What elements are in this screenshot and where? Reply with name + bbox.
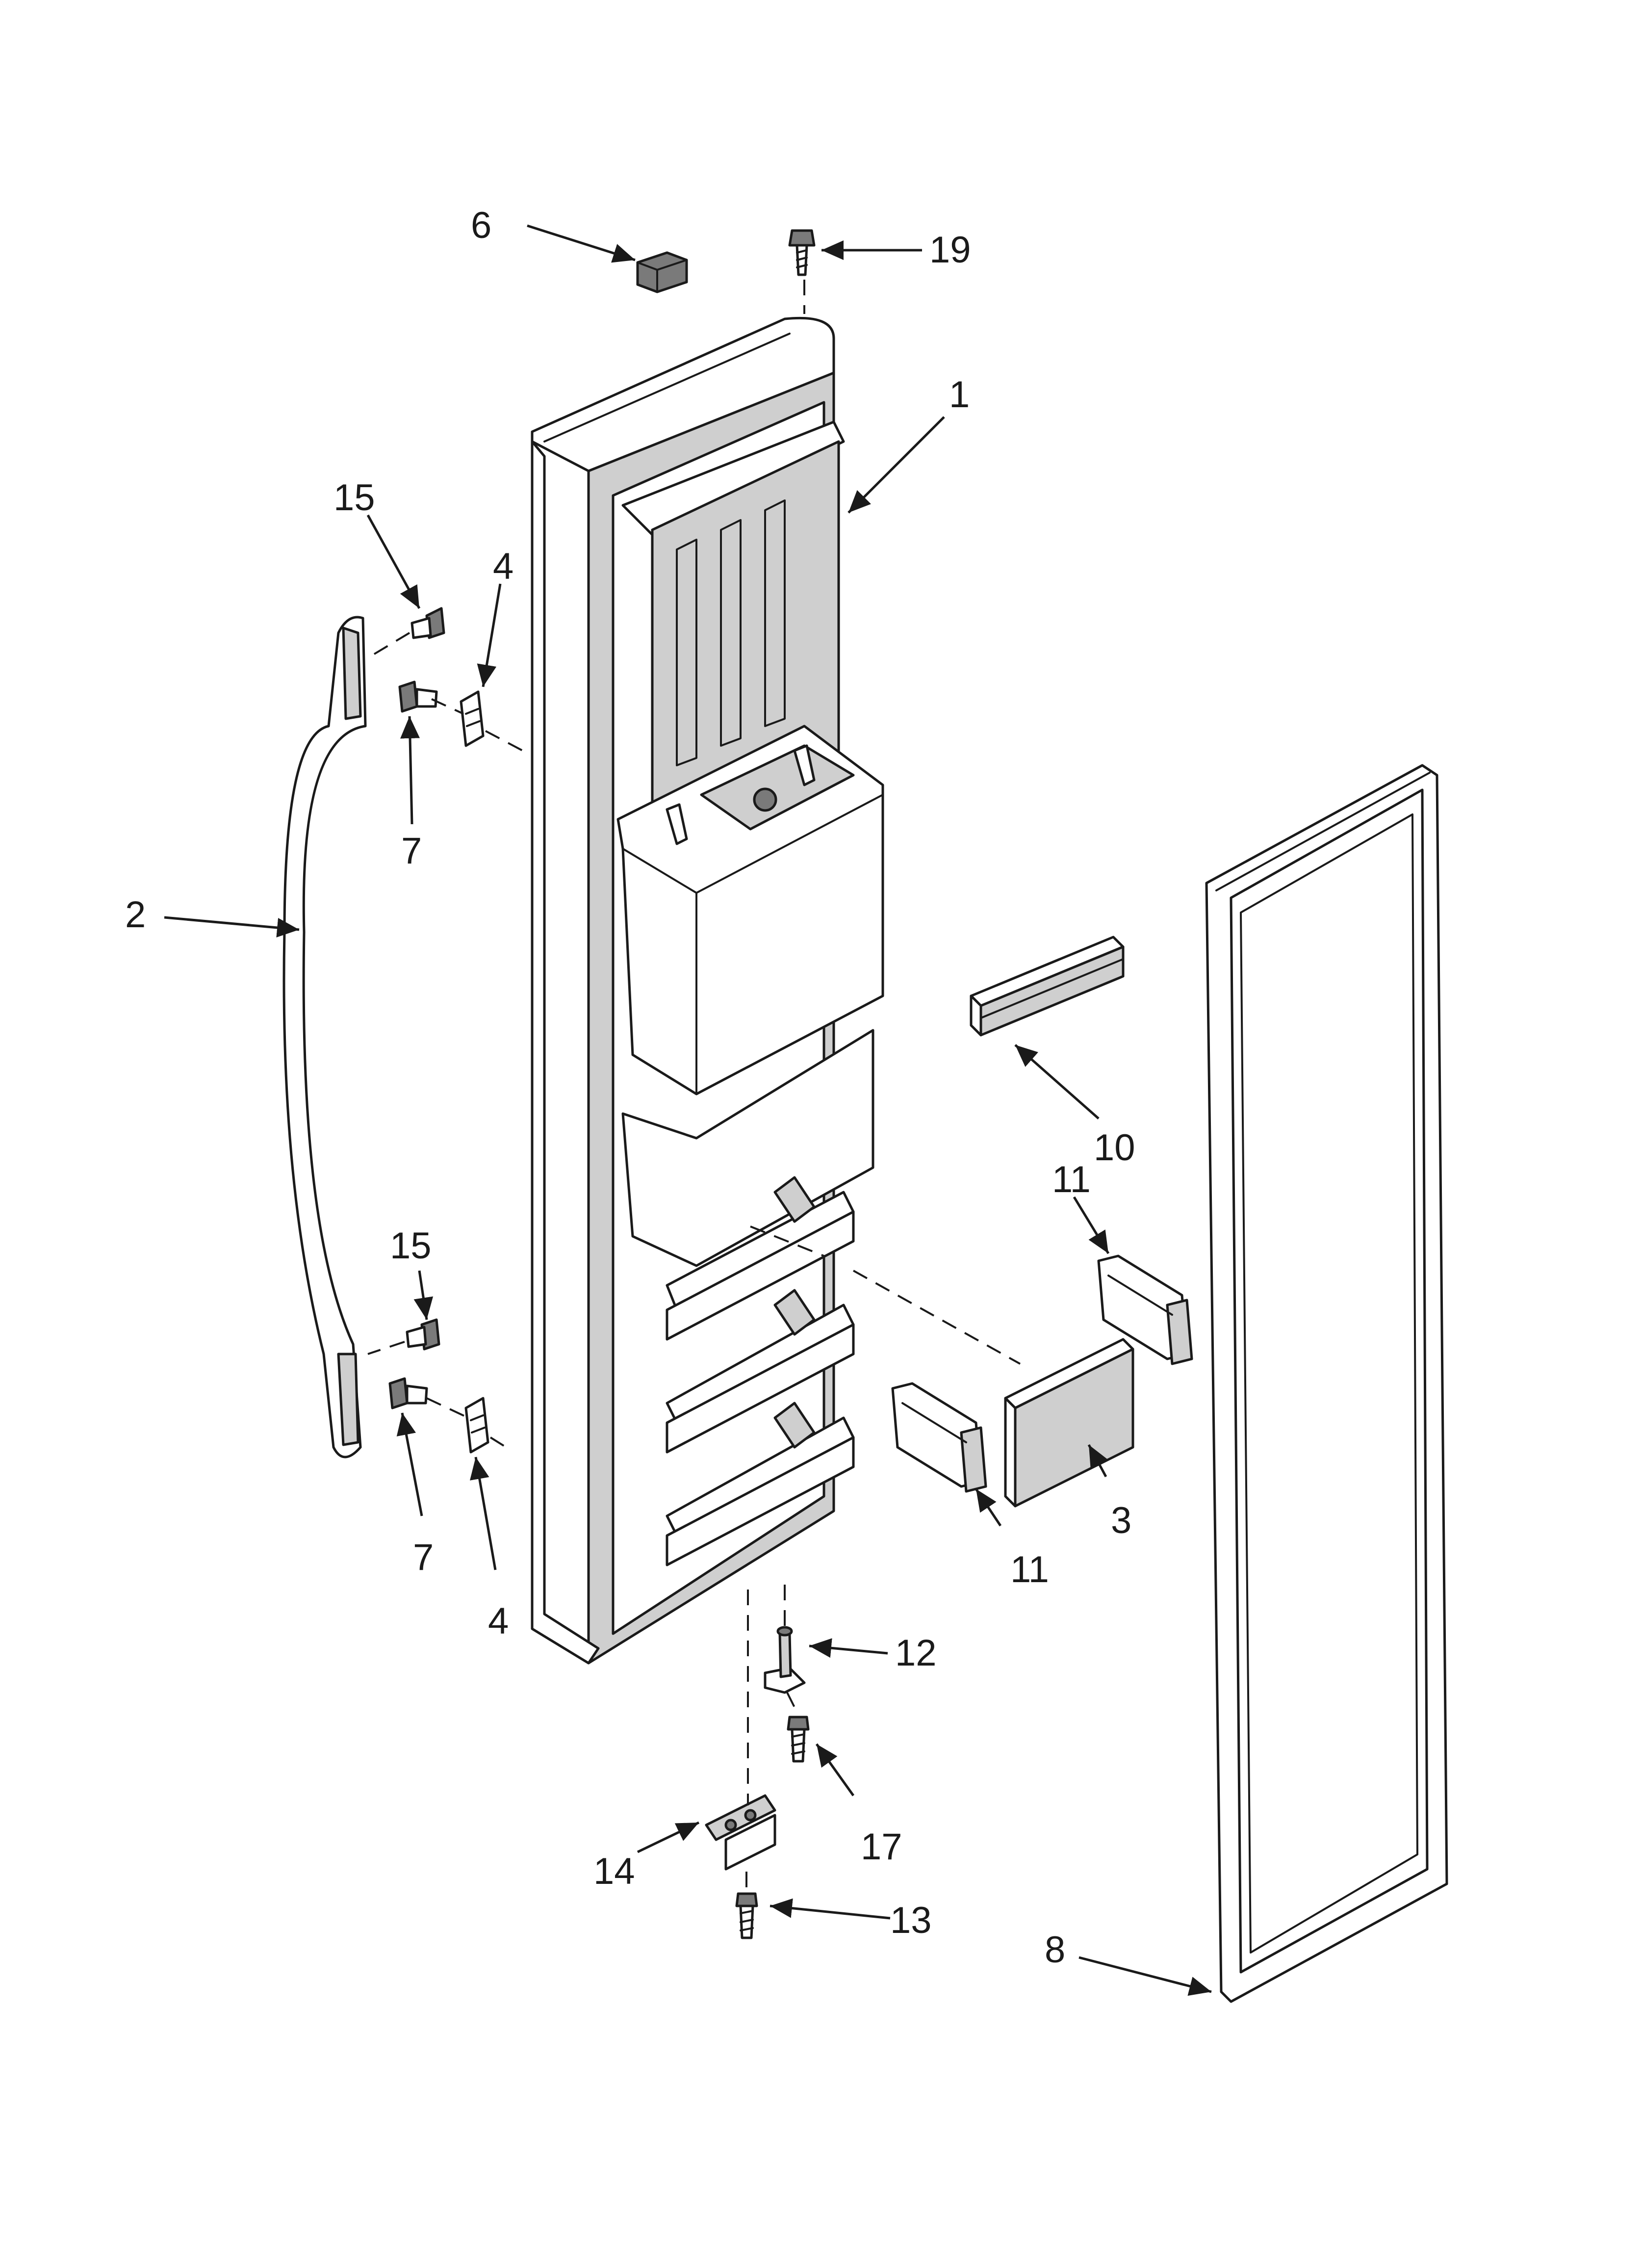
part-19-screw (788, 229, 816, 276)
callout-3: 3 (1111, 1500, 1131, 1541)
dash-15-lower (367, 1341, 405, 1355)
callout-4-upper: 4 (493, 546, 513, 587)
callout-14: 14 (593, 1851, 635, 1892)
callout-labels: 6 19 1 15 4 7 2 10 11 15 3 11 7 4 12 17 … (125, 205, 1135, 1971)
part-7-upper-screw (398, 680, 438, 713)
part-14-hinge (705, 1794, 776, 1871)
part-3-bin-front (1004, 1338, 1134, 1508)
dash-4-lower (426, 1397, 511, 1451)
dash-15-upper (372, 632, 410, 656)
callout-11-lower: 11 (1010, 1549, 1049, 1590)
callout-6: 6 (471, 205, 491, 246)
callout-11-upper: 11 (1052, 1159, 1091, 1200)
part-4-lower-clip (464, 1397, 489, 1454)
callout-8: 8 (1045, 1929, 1065, 1971)
callout-12: 12 (895, 1632, 937, 1674)
dash-4-upper (431, 698, 528, 754)
callout-7-upper: 7 (401, 830, 422, 872)
callout-17: 17 (861, 1826, 902, 1868)
callout-7-lower: 7 (413, 1537, 434, 1578)
callout-19: 19 (929, 229, 971, 271)
part-8-gasket (1205, 764, 1448, 2003)
part-17-screw (787, 1716, 810, 1763)
part-15-upper-screw (410, 607, 445, 639)
part-11-upper-bin-end (1097, 1254, 1193, 1365)
part-2-handle (282, 616, 367, 1459)
callout-10: 10 (1094, 1127, 1135, 1169)
callout-15-lower: 15 (390, 1225, 432, 1267)
callout-13: 13 (890, 1900, 932, 1941)
part-11-lower-bin-end (891, 1382, 987, 1493)
callout-15-upper: 15 (334, 477, 375, 519)
callout-1: 1 (949, 374, 970, 416)
callout-4-lower: 4 (488, 1600, 509, 1642)
callout-2: 2 (125, 894, 146, 936)
door-assembly (531, 316, 884, 1665)
part-4-upper-clip (460, 690, 485, 747)
dash-shelf-bin (750, 1225, 1021, 1365)
leader-lines (164, 224, 1212, 1996)
part-13-screw (735, 1892, 758, 1939)
part-7-lower-screw (388, 1377, 428, 1409)
part-12-hinge-pin (764, 1626, 806, 1694)
part-15-lower-screw (406, 1318, 440, 1351)
door-shelves (666, 1176, 855, 1566)
dash-12 (784, 1585, 795, 1708)
part-6-clip (636, 251, 688, 293)
part-10-rail (970, 936, 1125, 1037)
